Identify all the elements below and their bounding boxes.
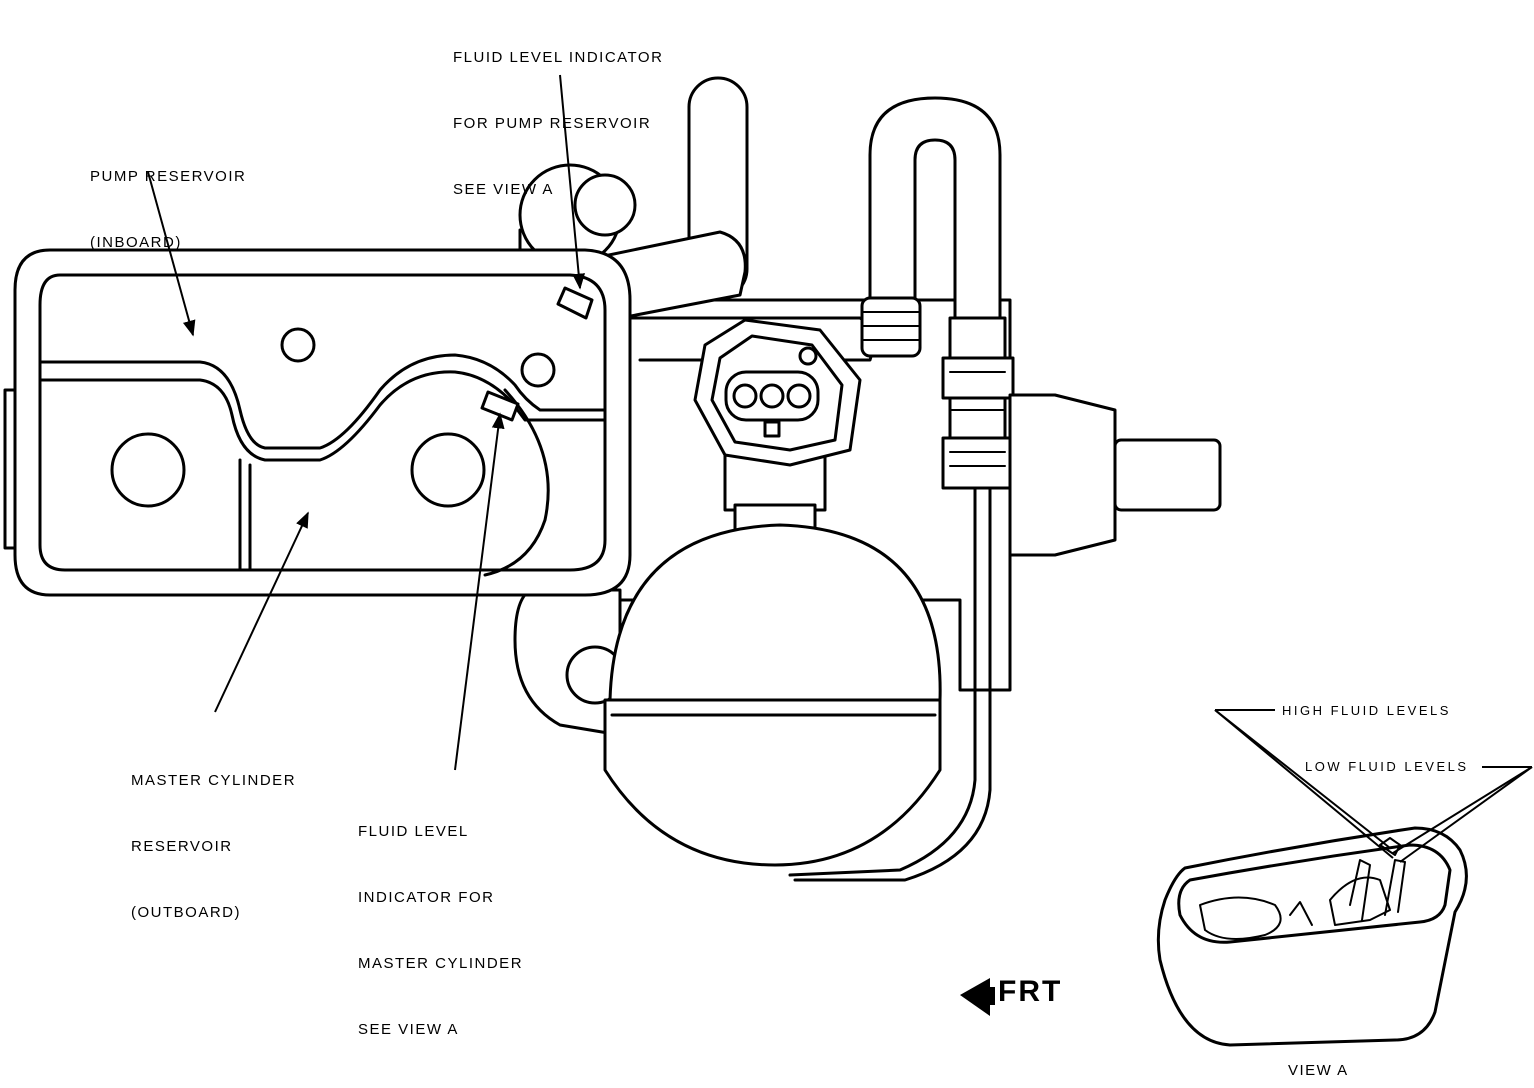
u-bend-pipe [860,96,1002,358]
label-line: FLUID LEVEL INDICATOR [453,49,664,66]
frt-label: FRT [998,975,1063,1008]
view-a-leader-lines [1214,709,1533,863]
label-line: SEE VIEW A [358,1021,459,1038]
leader-low-right [1399,766,1533,863]
label-line: INDICATOR FOR [358,889,495,906]
leader-pump-reservoir [147,171,196,337]
label-fluid-level-indicator-pump: FLUID LEVEL INDICATOR FOR PUMP RESERVOIR… [453,3,663,223]
label-line: RESERVOIR [131,838,233,855]
label-master-cylinder-reservoir: MASTER CYLINDER RESERVOIR (OUTBOARD) [131,726,296,946]
label-line: FOR PUMP RESERVOIR [453,115,652,132]
leader-pump-indicator [559,74,586,290]
reservoir-assembly [3,248,632,597]
view-a-reservoir-inset [1156,826,1468,1047]
label-line: (INBOARD) [90,234,182,251]
leader-master-indicator [454,412,505,771]
push-rod-housing [1008,393,1222,557]
leader-high-right [1214,709,1394,859]
label-line: SEE VIEW A [453,181,554,198]
label-low-fluid-levels: LOW FLUID LEVELS [1305,759,1469,774]
view-a-caption: VIEW A [1288,1062,1349,1079]
label-line: MASTER CYLINDER [131,772,297,789]
label-fluid-level-indicator-master: FLUID LEVEL INDICATOR FOR MASTER CYLINDE… [358,777,523,1063]
label-line: FLUID LEVEL [358,823,469,840]
leader-low-left [1392,766,1533,854]
leader-lines [147,74,586,771]
pressure-switch-connector [693,318,862,467]
label-line: MASTER CYLINDER [358,955,524,972]
label-line: PUMP RESERVOIR [90,168,247,185]
accumulator-sphere [603,448,942,867]
front-direction-arrow [960,978,995,1016]
label-high-fluid-levels: HIGH FLUID LEVELS [1282,703,1451,718]
label-pump-reservoir: PUMP RESERVOIR (INBOARD) [90,122,246,276]
label-line: (OUTBOARD) [131,904,241,921]
leader-master-reservoir [214,511,309,713]
